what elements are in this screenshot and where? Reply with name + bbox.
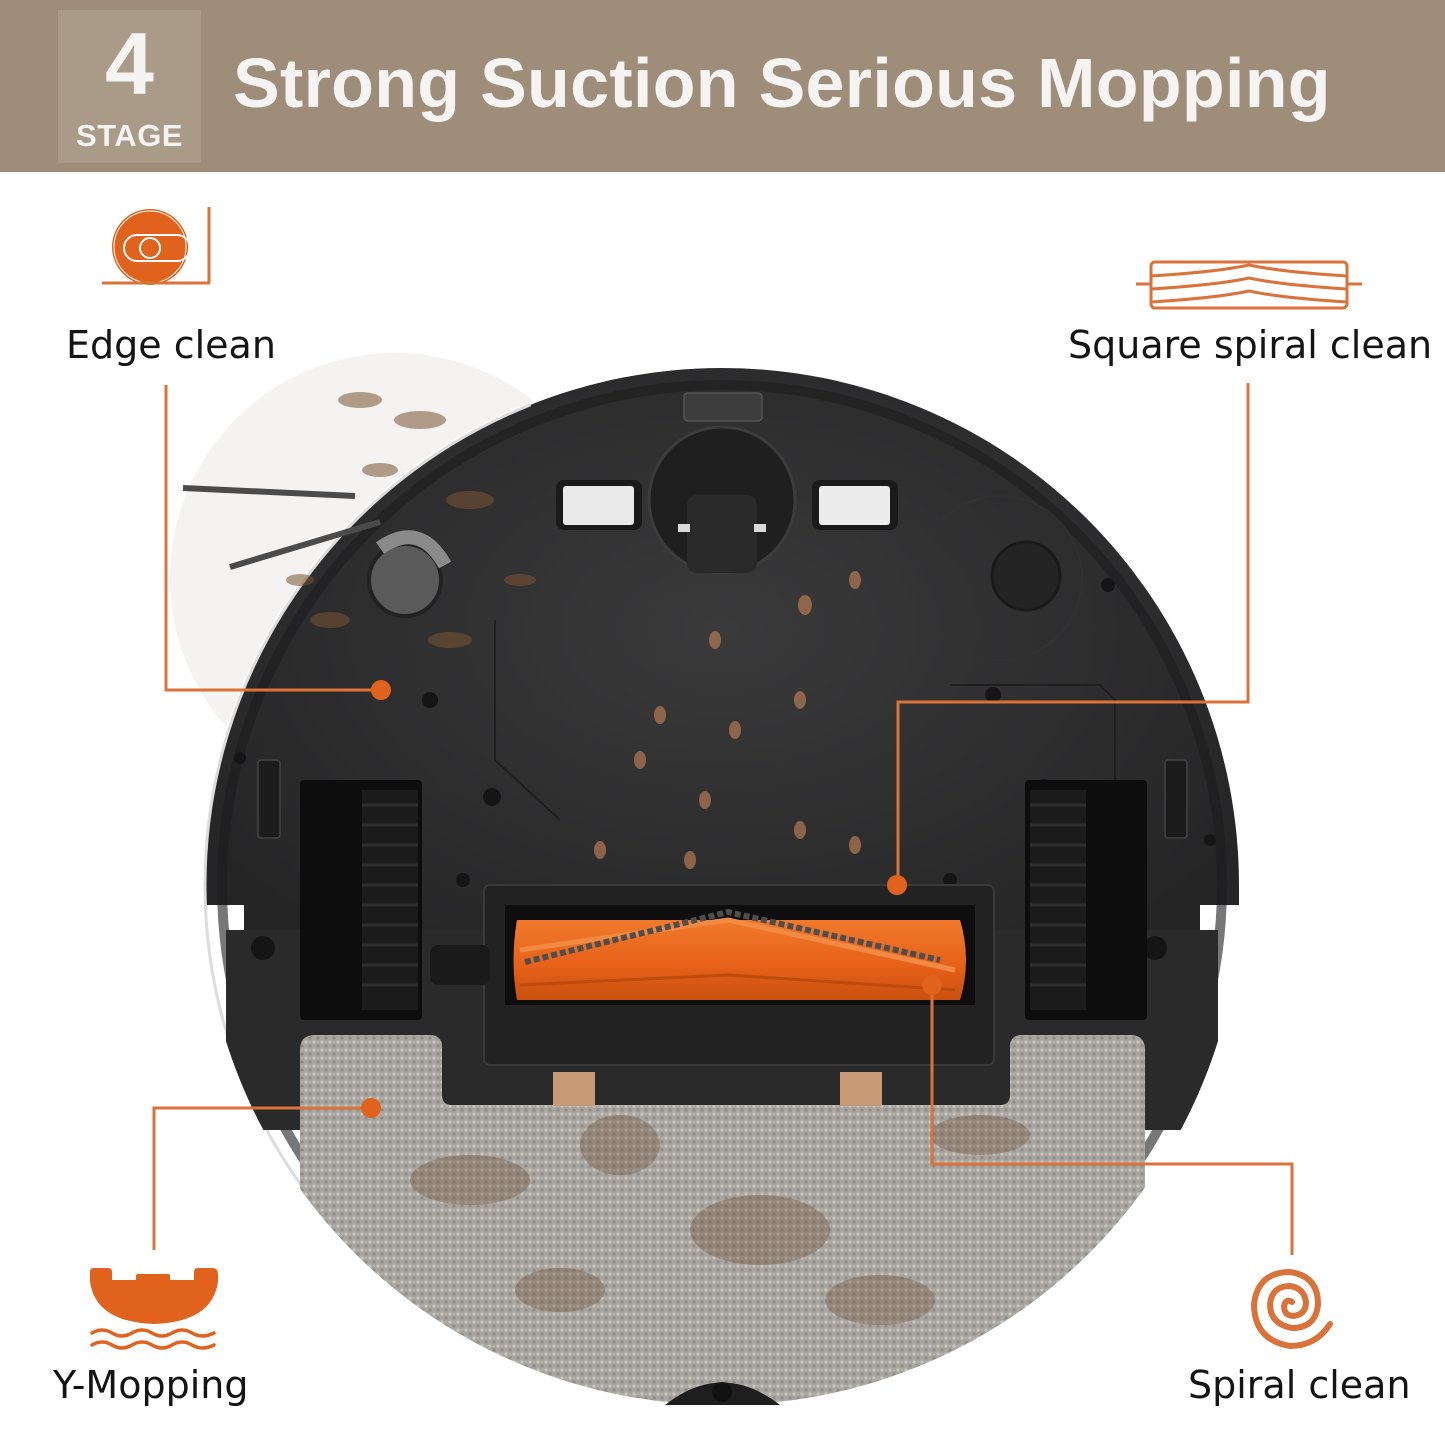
feature-label-spiral-clean: Spiral clean: [1188, 1363, 1411, 1407]
feature-label-edge-clean: Edge clean: [66, 323, 276, 367]
stage-number: 4: [105, 14, 154, 113]
spiral-icon: [1250, 1268, 1333, 1350]
edge-clean-icon: [102, 207, 211, 285]
drive-wheel-left: [300, 780, 422, 1020]
dust-particles: [594, 571, 861, 869]
edge-clean-connector: [164, 385, 381, 692]
feature-label-square-spiral-clean: Square spiral clean: [1068, 323, 1433, 367]
square-spiral-connector: [896, 383, 1250, 885]
side-brush: [182, 392, 536, 648]
drive-wheel-right: [1025, 780, 1147, 1020]
square-spiral-icon: [1136, 260, 1362, 310]
spiral-clean-connector: [930, 985, 1294, 1255]
connector-lines: [152, 383, 1294, 1255]
stage-badge: 4 STAGE: [58, 10, 201, 163]
page-title: Strong Suction Serious Mopping: [233, 44, 1331, 122]
connector-dots: [361, 680, 942, 1118]
feature-label-y-mopping: Y-Mopping: [53, 1363, 249, 1407]
y-mopping-icon: [90, 1268, 218, 1350]
charging-contact: [990, 540, 1062, 612]
header-banner: 4 STAGE Strong Suction Serious Mopping: [0, 0, 1445, 172]
stage-label: STAGE: [76, 118, 183, 153]
main-roller-brush: [513, 908, 966, 1000]
y-mopping-connector: [152, 1106, 371, 1250]
bumper-sensor: [683, 392, 763, 422]
